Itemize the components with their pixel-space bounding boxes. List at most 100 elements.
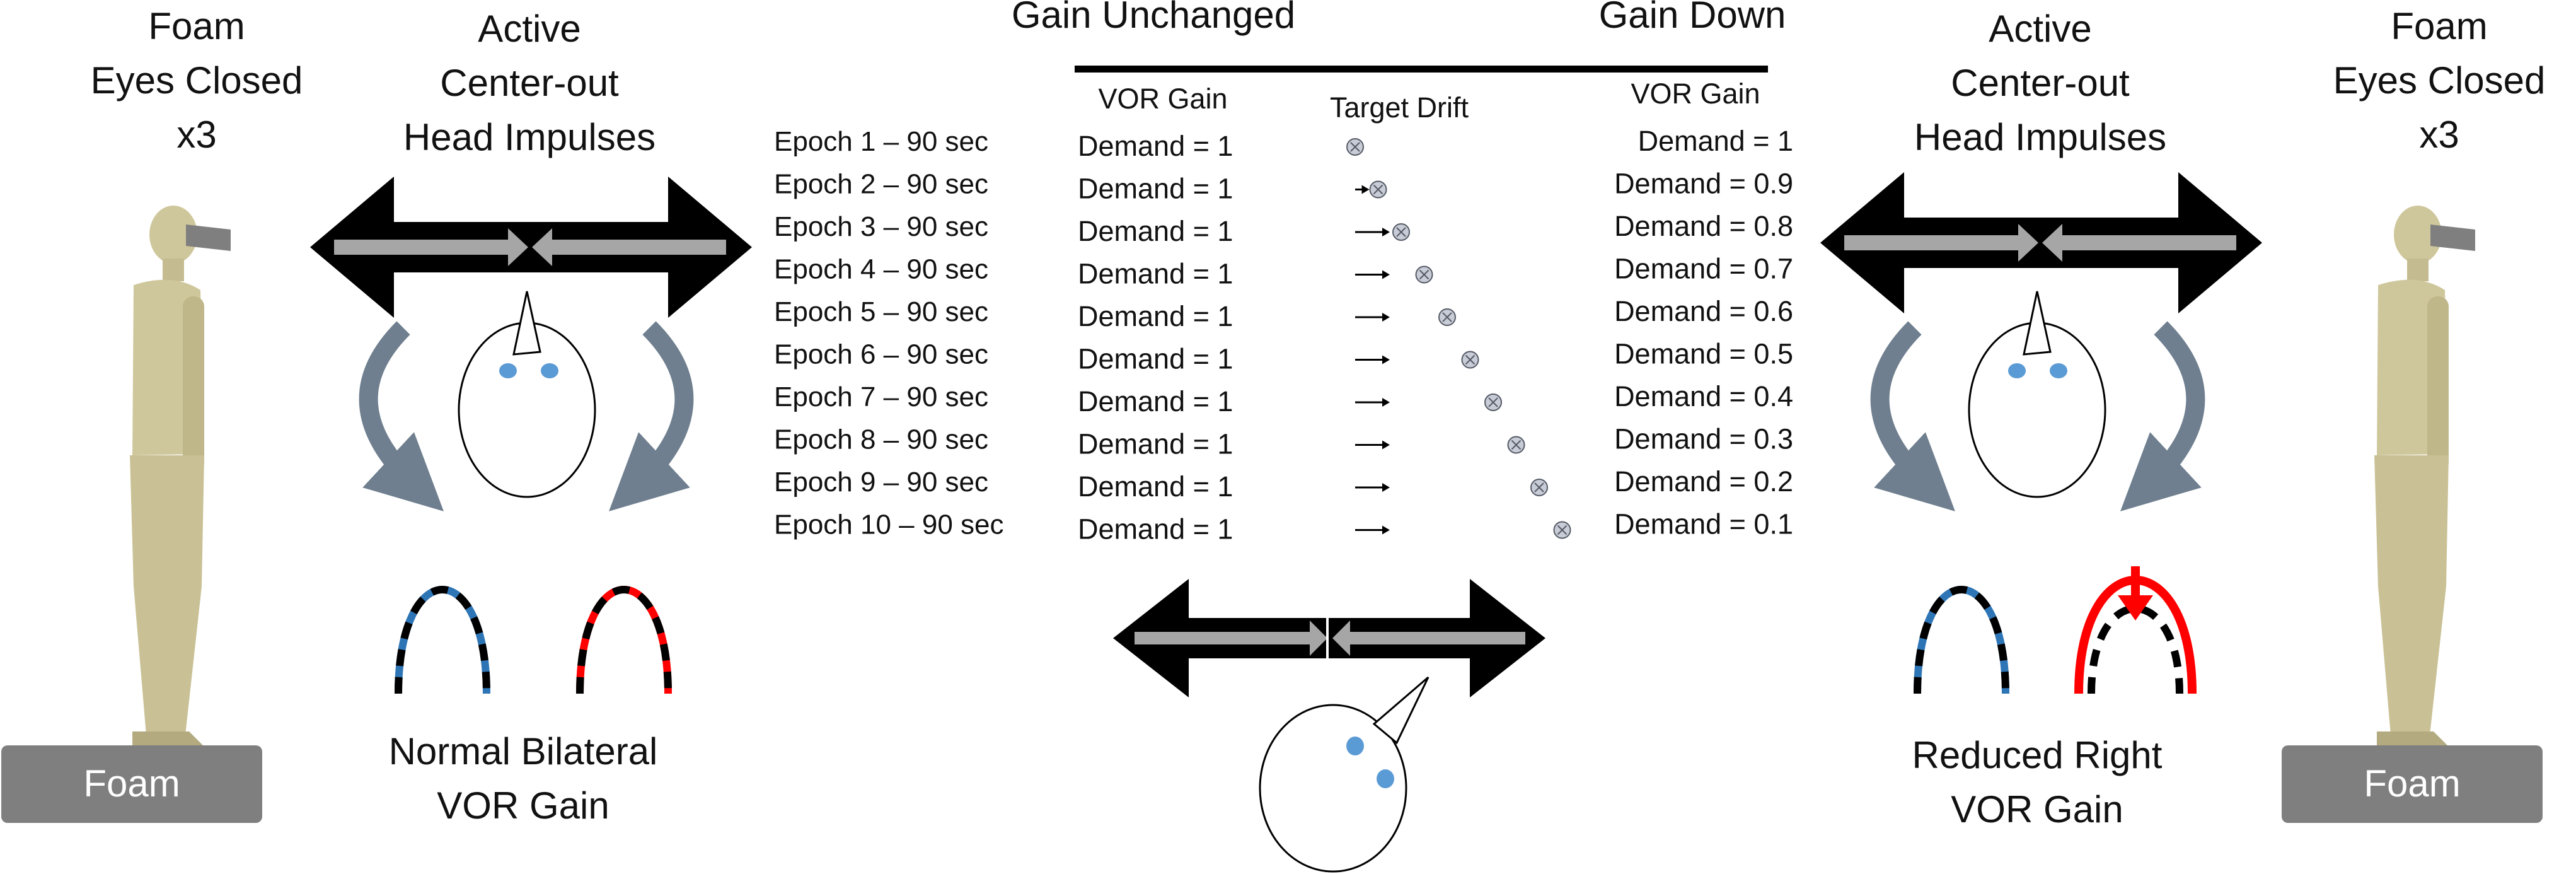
center-double-arrow xyxy=(1113,579,1545,697)
vor-gain-left-header: VOR Gain xyxy=(1098,83,1227,115)
left-panel: Foam Eyes Closed x3 Active Center-out He… xyxy=(1,5,752,827)
target-dot-icon xyxy=(1438,308,1456,326)
left-foam-title: Foam xyxy=(148,5,245,47)
right-eyes-closed-label: Eyes Closed xyxy=(2333,59,2546,102)
left-curved-arrow-icon xyxy=(359,321,444,511)
left-head-impulses-label: Head Impulses xyxy=(403,116,656,158)
right-center-out-label: Center-out xyxy=(1951,62,2130,104)
target-dot-icon xyxy=(1461,351,1479,369)
drift-arrow-icon xyxy=(1355,355,1390,364)
right-demand-value: Demand = 1 xyxy=(1638,125,1793,157)
gain-unchanged-label: Gain Unchanged xyxy=(1012,0,1295,36)
gain-reduction-arrow-icon xyxy=(2118,595,2153,621)
right-standing-figure xyxy=(2374,206,2475,747)
right-nose xyxy=(2023,291,2052,356)
right-demand-value: Demand = 0.2 xyxy=(1614,465,1793,498)
target-dot-icon xyxy=(1507,436,1525,454)
left-demand-value: Demand = 1 xyxy=(1078,258,1233,290)
right-repeat-label: x3 xyxy=(2419,114,2459,156)
drift-arrow-icon xyxy=(1355,228,1390,236)
left-trace-blue xyxy=(395,586,490,694)
left-gain-caption-line1: Normal Bilateral xyxy=(389,730,658,772)
center-protocol: Gain Unchanged Gain Down VOR Gain Target… xyxy=(774,0,1793,873)
epoch-label: Epoch 2 – 90 sec xyxy=(774,169,988,200)
right-demand-value: Demand = 0.4 xyxy=(1614,380,1793,412)
right-curved-arrow-icon xyxy=(1870,321,1955,511)
left-demand-value: Demand = 1 xyxy=(1078,385,1233,417)
drift-arrow-icon xyxy=(1355,185,1370,194)
right-double-arrow xyxy=(1820,172,2262,313)
left-nose xyxy=(512,291,541,356)
left-foam-pad xyxy=(1,745,262,823)
right-active-label: Active xyxy=(1989,8,2091,50)
left-demand-value: Demand = 1 xyxy=(1078,470,1233,503)
left-demand-value: Demand = 1 xyxy=(1078,130,1233,162)
center-head-schematic xyxy=(1259,676,1430,873)
right-eye-icon xyxy=(541,363,558,378)
epoch-label: Epoch 3 – 90 sec xyxy=(774,211,988,242)
left-repeat-label: x3 xyxy=(176,114,216,156)
epoch-label: Epoch 1 – 90 sec xyxy=(774,126,988,157)
left-demand-value: Demand = 1 xyxy=(1078,513,1233,545)
left-demand-value: Demand = 1 xyxy=(1078,173,1233,205)
right-panel-eye-icon-2 xyxy=(2050,363,2067,378)
left-curved-arrow-icon-2 xyxy=(609,321,694,511)
right-demand-value: Demand = 0.5 xyxy=(1614,338,1793,370)
drift-arrow-icon xyxy=(1355,270,1390,279)
left-eye-icon xyxy=(499,363,517,378)
right-gain-caption-line2: VOR Gain xyxy=(1951,788,2123,830)
left-foam-pad-label: Foam xyxy=(83,762,180,805)
drift-arrow-icon xyxy=(1355,440,1390,450)
target-dot-icon xyxy=(1553,521,1571,539)
target-dot-icon xyxy=(1369,180,1387,199)
drift-arrow-icon xyxy=(1355,398,1390,407)
right-head-schematic xyxy=(1968,291,2106,498)
right-blindfold xyxy=(2430,224,2475,251)
right-demand-value: Demand = 0.6 xyxy=(1614,295,1793,327)
right-demand-value: Demand = 0.9 xyxy=(1614,168,1793,200)
right-foam-title: Foam xyxy=(2391,5,2487,47)
epoch-label: Epoch 8 – 90 sec xyxy=(774,424,988,455)
vor-gain-right-header: VOR Gain xyxy=(1631,78,1760,110)
gain-down-label: Gain Down xyxy=(1599,0,1786,36)
target-drift-header: Target Drift xyxy=(1330,91,1469,124)
drift-arrow-icon xyxy=(1355,483,1390,492)
right-trace-blue xyxy=(1914,586,2009,694)
left-blindfold xyxy=(186,224,231,251)
right-foam-pad xyxy=(2282,745,2543,823)
left-active-label: Active xyxy=(478,8,580,50)
left-trace-red xyxy=(576,586,672,694)
right-demand-value: Demand = 0.7 xyxy=(1614,253,1793,285)
epoch-label: Epoch 4 – 90 sec xyxy=(774,254,988,285)
right-foam-pad-label: Foam xyxy=(2364,762,2460,805)
target-dot-icon xyxy=(1415,265,1433,284)
target-dot-icon xyxy=(1484,393,1502,411)
epoch-label: Epoch 10 – 90 sec xyxy=(774,510,1003,540)
right-panel: Active Center-out Head Impulses Foam Eye… xyxy=(1820,5,2545,830)
right-trace-reduced xyxy=(2088,605,2183,694)
target-dot-icon xyxy=(1530,479,1548,496)
right-demand-value: Demand = 0.1 xyxy=(1614,508,1793,540)
left-demand-value: Demand = 1 xyxy=(1078,300,1233,332)
right-curved-arrow-icon-2 xyxy=(2120,321,2205,511)
header-divider xyxy=(1075,66,1768,73)
target-dot-icon xyxy=(1346,138,1364,156)
center-nose xyxy=(1372,676,1430,745)
target-dot-icon xyxy=(1392,223,1410,241)
left-double-arrow xyxy=(310,177,752,318)
left-demand-value: Demand = 1 xyxy=(1078,215,1233,247)
right-gain-caption-line1: Reduced Right xyxy=(1912,734,2163,776)
left-demand-value: Demand = 1 xyxy=(1078,343,1233,375)
drift-arrow-icon xyxy=(1355,313,1390,322)
left-standing-figure xyxy=(130,206,231,747)
right-demand-value: Demand = 0.3 xyxy=(1614,423,1793,455)
left-center-out-label: Center-out xyxy=(440,62,619,104)
epoch-label: Epoch 7 – 90 sec xyxy=(774,382,988,412)
right-head-impulses-label: Head Impulses xyxy=(1914,116,2166,158)
left-head-schematic xyxy=(458,291,596,498)
left-gain-caption-line2: VOR Gain xyxy=(437,784,609,827)
right-panel-eye-icon xyxy=(2008,363,2026,378)
right-demand-value: Demand = 0.8 xyxy=(1614,210,1793,242)
